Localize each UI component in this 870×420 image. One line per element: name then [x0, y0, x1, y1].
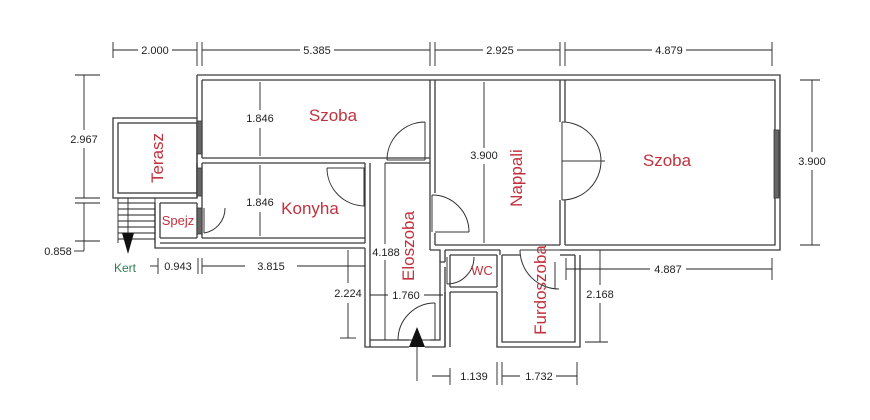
top-dimension-chain: 2.000 5.385 2.925 4.879 [112, 42, 773, 66]
doors [203, 121, 605, 381]
window-icon [196, 120, 203, 155]
walls [112, 74, 781, 348]
dim-eloszoba-height: 4.188 [372, 247, 400, 259]
dim-top-2: 5.385 [303, 45, 331, 57]
room-label-szoba-left: Szoba [309, 106, 358, 125]
stairs [117, 198, 156, 254]
window-icon [773, 129, 780, 199]
dim-eloszoba-width: 1.760 [392, 290, 420, 302]
dim-right-lower-height: 2.168 [586, 289, 614, 301]
window-icon [196, 207, 203, 235]
room-label-nappali: Nappali [507, 149, 526, 207]
dim-konyha-height: 1.846 [246, 197, 274, 209]
dim-right-height: 3.900 [798, 156, 826, 168]
exit-arrow-icon [122, 233, 134, 254]
room-label-eloszoba: Eloszoba [399, 210, 418, 280]
room-label-wc: WC [471, 263, 493, 278]
room-label-szoba-right: Szoba [643, 151, 692, 170]
dim-right-lower-width: 4.887 [654, 264, 682, 276]
dim-bottom-left-b: 3.815 [257, 261, 285, 273]
room-label-konyha: Konyha [281, 199, 339, 218]
window-icon [196, 167, 203, 197]
dim-left-lower-height: 2.224 [334, 288, 362, 300]
dim-bottom-b: 1.732 [525, 371, 553, 383]
room-label-spejz: Spejz [162, 213, 195, 228]
interior-dimensions: 1.846 1.846 3.900 3.900 4.188 1.760 2.22… [44, 74, 826, 385]
dim-left-terasz: 2.967 [70, 134, 98, 146]
windows [196, 120, 780, 235]
dim-left-stairs: 0.858 [44, 246, 72, 258]
room-labels: Szoba Konyha Terasz Spejz Eloszoba Nappa… [114, 106, 692, 335]
dim-nappali-height: 3.900 [470, 150, 498, 162]
room-label-furdoszoba: Furdoszoba [531, 245, 550, 335]
dim-szoba-height: 1.846 [246, 113, 274, 125]
dim-top-1: 2.000 [141, 45, 169, 57]
entrance-arrow-icon [409, 327, 425, 347]
dim-top-4: 4.879 [655, 45, 683, 57]
dim-bottom-a: 1.139 [460, 371, 488, 383]
exit-label-kert: Kert [114, 261, 137, 275]
dim-bottom-left-a: 0.943 [164, 261, 192, 273]
room-label-terasz: Terasz [148, 133, 167, 183]
dim-top-3: 2.925 [486, 45, 514, 57]
